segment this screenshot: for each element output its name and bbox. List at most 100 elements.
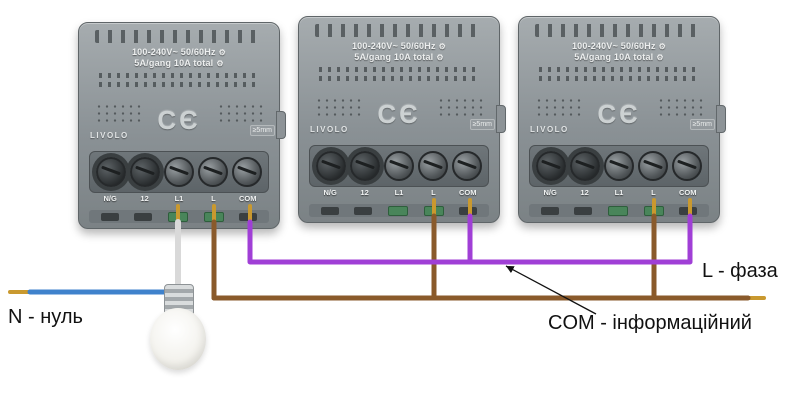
brand-logo: LIVOLO	[310, 125, 349, 134]
ventilation-dots	[95, 103, 141, 125]
connector-slot	[134, 212, 153, 221]
connector-slot	[574, 206, 593, 215]
phase-wire	[211, 213, 751, 301]
mounting-tab	[716, 105, 726, 133]
terminal-labels: N/G 12 L1 L COM	[309, 188, 489, 201]
terminal-screw	[638, 151, 668, 181]
ratings-line2: 5A/gang 10A total	[354, 52, 434, 62]
connector-slot	[100, 212, 119, 221]
connector-slot	[679, 206, 698, 215]
ce-mark: CЄ	[377, 99, 421, 129]
switch-module: 100-240V~ 50/60Hz⚙ 5A/gang 10A total⚙ LI…	[298, 16, 506, 223]
terminal-screw	[96, 157, 126, 187]
connector-slot	[239, 212, 258, 221]
terminal-block	[89, 151, 269, 193]
gear-icon: ⚙	[218, 48, 227, 57]
ventilation-slots	[539, 67, 699, 72]
connector-slot-green	[167, 211, 188, 222]
connector-strip	[309, 204, 489, 217]
ventilation-slots	[535, 24, 703, 37]
connector-slot-green	[203, 211, 224, 222]
terminal-screw	[350, 151, 380, 181]
terminal-screw	[452, 151, 482, 181]
strip-length-mark: ≥5mm	[249, 125, 275, 136]
mounting-tab	[276, 111, 286, 139]
terminal-label-12: 12	[580, 188, 589, 197]
strip-length-mark: ≥5mm	[469, 119, 495, 130]
terminal-label-com: COM	[679, 188, 697, 197]
neutral-wire-label: N - нуль	[8, 306, 83, 328]
connector-slot	[540, 206, 559, 215]
ratings-text: 100-240V~ 50/60Hz⚙ 5A/gang 10A total⚙	[519, 41, 719, 63]
strip-length-mark: ≥5mm	[689, 119, 715, 130]
terminal-label-l1: L1	[394, 188, 404, 197]
switch-module: 100-240V~ 50/60Hz⚙ 5A/gang 10A total⚙ LI…	[518, 16, 726, 223]
terminal-label-ng: N/G	[543, 188, 557, 197]
ventilation-slots	[315, 24, 483, 37]
mounting-tab	[496, 105, 506, 133]
ce-mark: CЄ	[597, 99, 641, 129]
ventilation-slots	[99, 73, 259, 78]
gear-icon: ⚙	[436, 53, 444, 62]
connector-slot	[354, 206, 373, 215]
terminal-label-ng: N/G	[323, 188, 337, 197]
terminal-block	[529, 145, 709, 187]
terminal-label-l: L	[431, 188, 436, 197]
phase-wire-label: L - фаза	[702, 260, 778, 282]
connector-strip	[529, 204, 709, 217]
terminal-label-com: COM	[459, 188, 477, 197]
brand-logo: LIVOLO	[90, 131, 129, 140]
terminal-label-l1: L1	[614, 188, 624, 197]
ventilation-dots	[657, 97, 703, 119]
ventilation-dots	[217, 103, 263, 125]
ventilation-slots	[539, 76, 699, 81]
terminal-screw	[384, 151, 414, 181]
terminal-label-12: 12	[140, 194, 149, 203]
connector-slot	[459, 206, 478, 215]
connector-slot-green	[643, 205, 664, 216]
com-wire-label: COM - інформаційний	[548, 312, 752, 334]
terminal-screw	[570, 151, 600, 181]
ratings-line2: 5A/gang 10A total	[134, 58, 214, 68]
ratings-line1: 100-240V~ 50/60Hz	[571, 41, 656, 51]
ventilation-slots	[319, 67, 479, 72]
terminal-screw	[672, 151, 702, 181]
switch-module: 100-240V~ 50/60Hz⚙ 5A/gang 10A total⚙ LI…	[78, 22, 286, 229]
terminal-screw	[232, 157, 262, 187]
ventilation-dots	[535, 97, 581, 119]
terminal-label-com: COM	[239, 194, 257, 203]
connector-slot	[320, 206, 339, 215]
gear-icon: ⚙	[216, 59, 224, 68]
terminal-label-l: L	[211, 194, 216, 203]
terminal-label-l: L	[651, 188, 656, 197]
bulb-globe	[150, 308, 206, 370]
connector-slot-green	[607, 205, 628, 216]
ce-mark: CЄ	[157, 105, 201, 135]
ratings-line1: 100-240V~ 50/60Hz	[351, 41, 436, 51]
ratings-line1: 100-240V~ 50/60Hz	[131, 47, 216, 57]
gear-icon: ⚙	[658, 42, 667, 51]
terminal-screw	[536, 151, 566, 181]
connector-strip	[89, 210, 269, 223]
connector-slot-green	[387, 205, 408, 216]
terminal-screw	[130, 157, 160, 187]
gear-icon: ⚙	[656, 53, 664, 62]
brand-logo: LIVOLO	[530, 125, 569, 134]
terminal-labels: N/G 12 L1 L COM	[529, 188, 709, 201]
terminal-screw	[418, 151, 448, 181]
ventilation-dots	[437, 97, 483, 119]
terminal-label-ng: N/G	[103, 194, 117, 203]
gear-icon: ⚙	[438, 42, 447, 51]
ratings-line2: 5A/gang 10A total	[574, 52, 654, 62]
terminal-screw	[198, 157, 228, 187]
ratings-text: 100-240V~ 50/60Hz⚙ 5A/gang 10A total⚙	[79, 47, 279, 69]
ventilation-slots	[99, 82, 259, 87]
terminal-screw	[604, 151, 634, 181]
terminal-screw	[316, 151, 346, 181]
ventilation-slots	[319, 76, 479, 81]
ventilation-slots	[95, 30, 263, 43]
light-bulb	[150, 284, 206, 378]
terminal-labels: N/G 12 L1 L COM	[89, 194, 269, 207]
terminal-screw	[164, 157, 194, 187]
